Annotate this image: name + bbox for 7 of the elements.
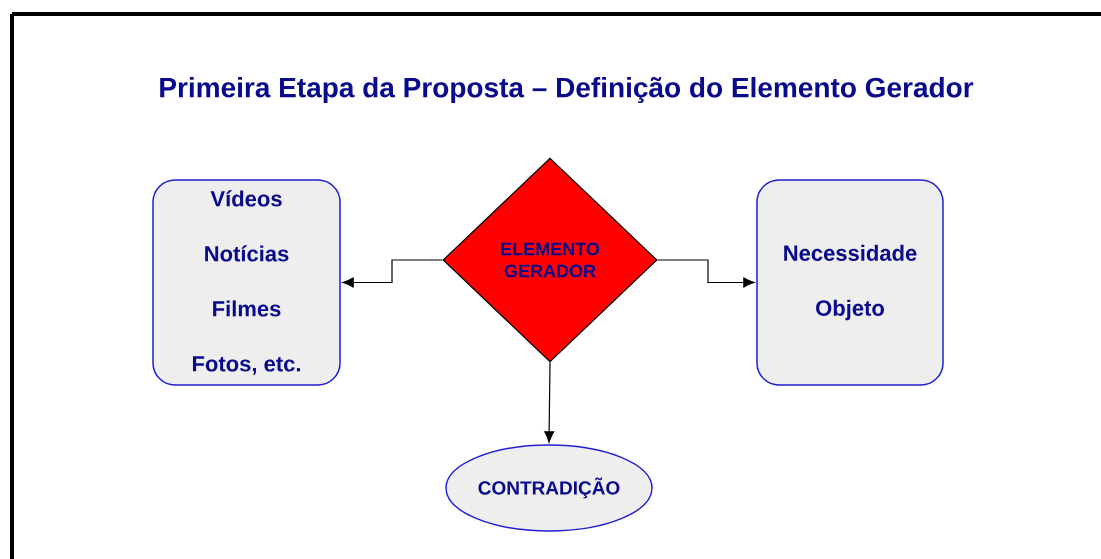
rounded-box: Vídeos Notícias Filmes Fotos, etc. (152, 179, 341, 386)
rounded-box: Necessidade Objeto (756, 179, 944, 386)
title: Primeira Etapa da Proposta – Definição do Elemento Gerador (160, 76, 974, 104)
ellipse-node: CONTRADIÇÃO (445, 444, 653, 532)
arrow (342, 259, 443, 288)
arrow (544, 362, 555, 443)
arrow (657, 259, 755, 288)
